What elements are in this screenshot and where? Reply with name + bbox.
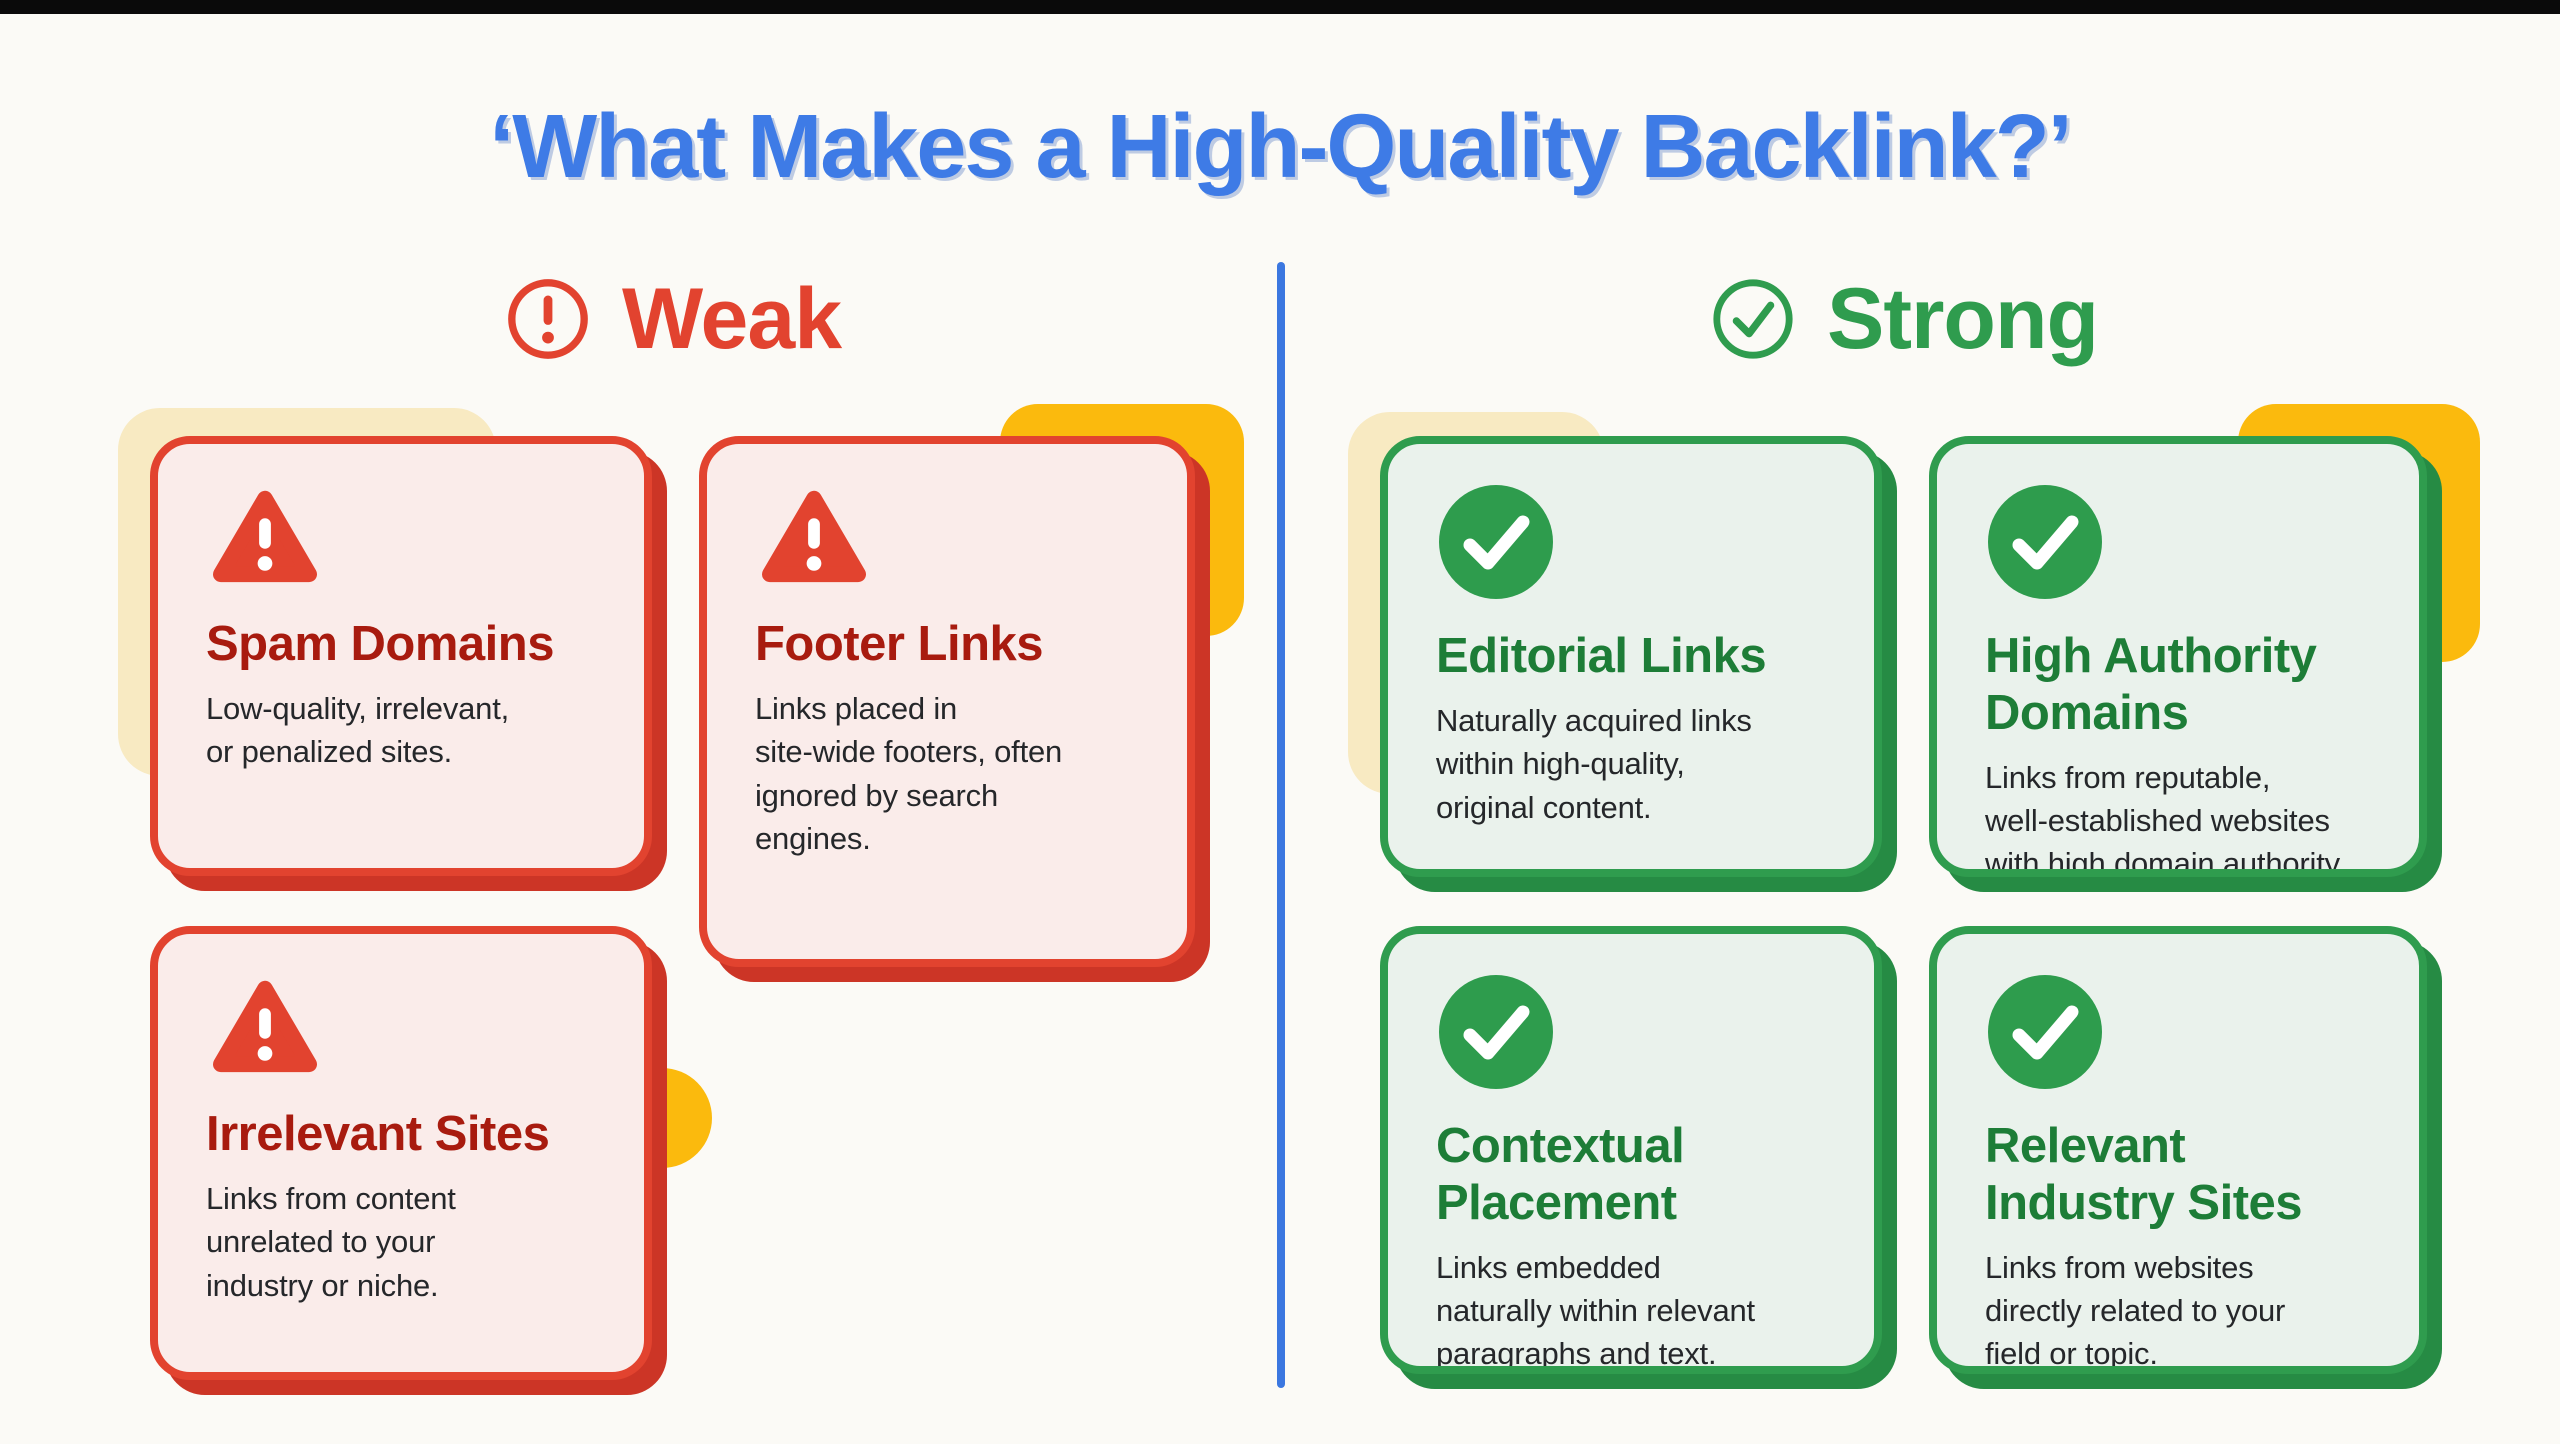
top-letterbox-bar [0, 0, 2560, 14]
check-circle-icon [1436, 972, 1556, 1092]
warning-triangle-icon [206, 482, 324, 586]
card-title: High Authority Domains [1985, 629, 2317, 740]
page-title: ‘What Makes a High-Quality Backlink?’ [489, 97, 2072, 197]
warning-triangle-icon [755, 482, 873, 586]
alert-circle-icon [504, 275, 592, 363]
card-contextual-placement: Contextual Placement Links embedded natu… [1380, 926, 1882, 1374]
card-editorial-links: Editorial Links Naturally acquired links… [1380, 436, 1882, 877]
card-body: Naturally acquired links within high-qua… [1436, 702, 1752, 825]
strong-column-header: Strong [1380, 264, 2427, 374]
card-body: Links from reputable, well-established w… [1985, 759, 2347, 877]
card-irrelevant-sites: Irrelevant Sites Links from content unre… [150, 926, 652, 1380]
column-divider [1277, 262, 1285, 1388]
card-title: Spam Domains [206, 617, 554, 671]
card-relevant-industry-sites: Relevant Industry Sites Links from websi… [1929, 926, 2427, 1374]
check-circle-icon [1985, 482, 2105, 602]
card-footer-links: Footer Links Links placed in site-wide f… [699, 436, 1195, 967]
card-high-authority-domains: High Authority Domains Links from reputa… [1929, 436, 2427, 877]
card-body: Links embedded naturally within relevant… [1436, 1249, 1755, 1372]
card-spam-domains: Spam Domains Low-quality, irrelevant, or… [150, 436, 652, 876]
card-body: Links from content unrelated to your ind… [206, 1180, 456, 1303]
card-title: Contextual Placement [1436, 1119, 1685, 1230]
check-circle-icon [1709, 275, 1797, 363]
card-body: Links from websites directly related to … [1985, 1249, 2286, 1372]
strong-column-label: Strong [1826, 271, 2099, 367]
card-title: Relevant Industry Sites [1985, 1119, 2303, 1230]
card-title: Irrelevant Sites [206, 1107, 550, 1161]
card-body: Low-quality, irrelevant, or penalized si… [206, 690, 510, 770]
card-body: Links placed in site-wide footers, often… [755, 690, 1063, 856]
weak-column-label: Weak [621, 271, 842, 367]
card-title: Editorial Links [1436, 629, 1767, 683]
weak-column-header: Weak [150, 264, 1195, 374]
check-circle-icon [1436, 482, 1556, 602]
card-title: Footer Links [755, 617, 1044, 671]
warning-triangle-icon [206, 972, 324, 1076]
check-circle-icon [1985, 972, 2105, 1092]
